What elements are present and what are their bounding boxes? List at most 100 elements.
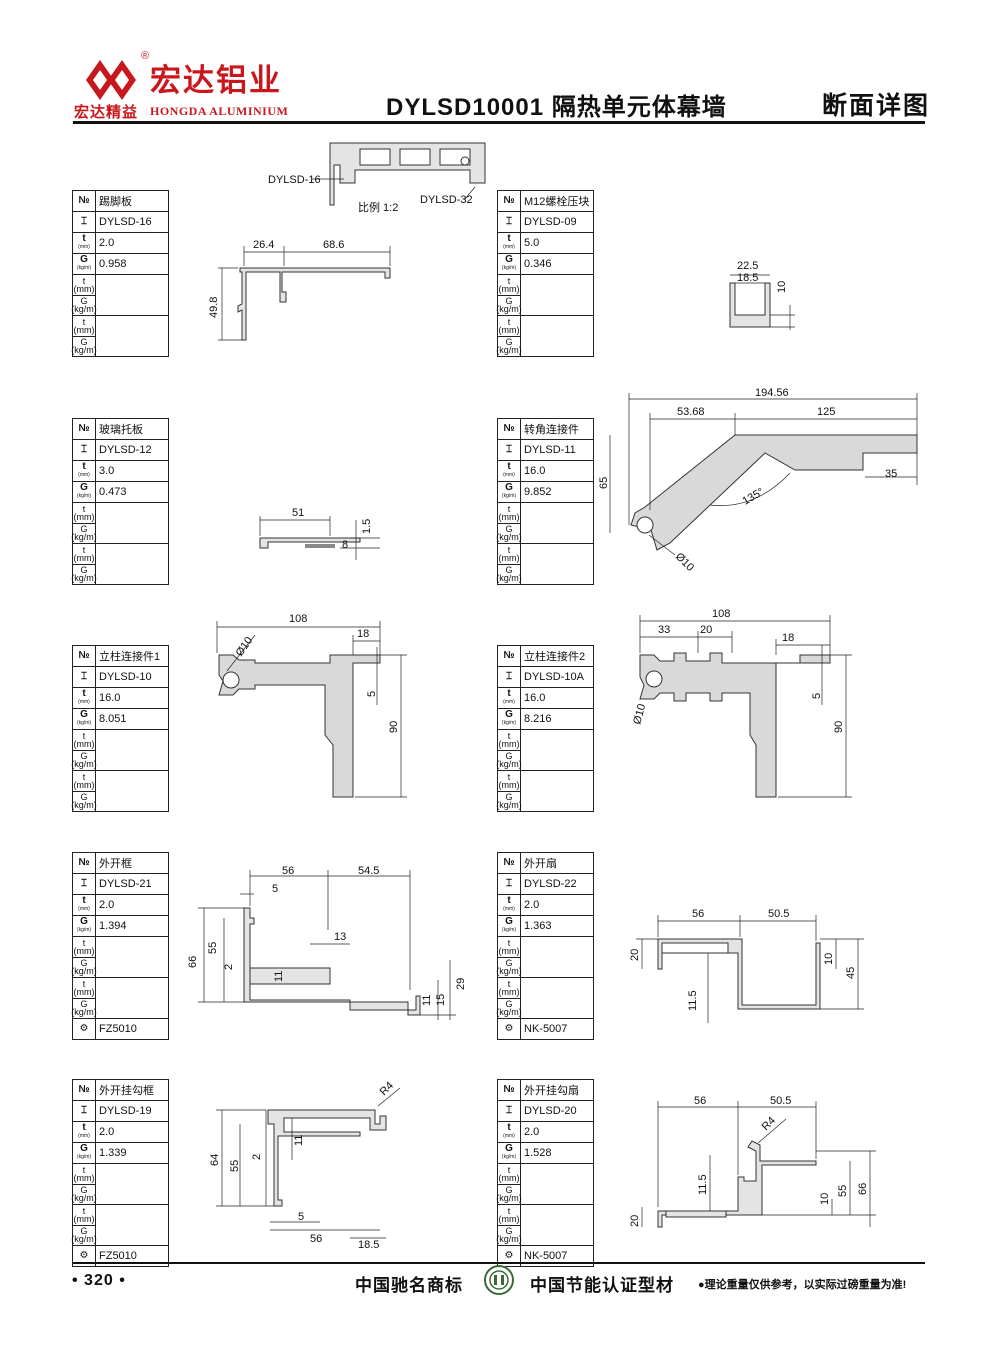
profile-code-icon: ⌶	[498, 1101, 521, 1121]
thickness-icon: t(mm)	[73, 544, 95, 563]
dim-label: 13	[334, 931, 346, 943]
accessory-icon: ⚙	[73, 1019, 96, 1039]
part-name: 外开框	[99, 858, 132, 870]
part-thickness: 2.0	[99, 237, 115, 249]
part-thickness: 16.0	[524, 465, 546, 477]
part-thickness: 16.0	[99, 692, 121, 704]
weight-icon: G(kg/m)	[73, 482, 96, 502]
profile-code-icon: ⌶	[498, 874, 521, 894]
dim-label: 11.5	[697, 1174, 709, 1195]
dim-label: 56	[282, 865, 294, 877]
profile-drawing-dylsd-12: 51 1.5 8	[259, 507, 380, 560]
footer-slogan-trademark: 中国驰名商标	[355, 1276, 463, 1295]
empty-spec-row: t(mm)G(kg/m)	[496, 275, 593, 316]
dim-label: 2	[223, 964, 235, 970]
empty-spec-row: t(mm)G(kg/m)	[496, 1205, 593, 1245]
thickness-icon: t(mm)	[498, 233, 521, 253]
dim-label: 50.5	[770, 1095, 791, 1107]
thickness-icon: t(mm)	[73, 233, 96, 253]
thickness-icon: t(mm)	[73, 688, 96, 708]
dim-label: 108	[289, 613, 307, 625]
accessory-code: NK-5007	[524, 1250, 568, 1262]
dim-label: 125	[817, 406, 835, 418]
thickness-icon: t(mm)	[73, 1205, 95, 1224]
part-name: 玻璃托板	[99, 424, 143, 436]
empty-spec-row: t(mm)G(kg/m)	[496, 503, 593, 544]
assembly-label-left: DYLSD-16	[268, 174, 321, 186]
profile-drawing-dylsd-10: 108 18 Ø10 5 90	[216, 613, 407, 798]
part-number-icon: №	[73, 646, 96, 666]
part-weight: 0.346	[524, 258, 552, 270]
weight-icon: G(kg/m)	[71, 1224, 97, 1245]
dim-label: 50.5	[768, 908, 789, 920]
part-number-icon: №	[498, 1080, 521, 1100]
thickness-icon: t(mm)	[73, 771, 95, 790]
thickness-icon: t(mm)	[498, 730, 520, 749]
part-thickness: 2.0	[99, 899, 115, 911]
accessory-icon: ⚙	[498, 1019, 521, 1039]
weight-icon: G(kg/m)	[496, 294, 522, 315]
dim-label: 56	[692, 908, 704, 920]
dim-label: 29	[455, 978, 467, 990]
thickness-icon: t(mm)	[498, 503, 520, 522]
part-thickness: 2.0	[524, 1126, 540, 1138]
thickness-icon: t(mm)	[498, 895, 521, 915]
part-code: DYLSD-16	[99, 216, 152, 228]
thickness-icon: t(mm)	[498, 1205, 520, 1224]
thickness-icon: t(mm)	[498, 978, 520, 997]
dim-label: 35	[885, 468, 897, 480]
weight-icon: G(kg/m)	[498, 916, 521, 936]
profile-drawing-dylsd-09: 22.5 18.5 10	[729, 260, 795, 330]
part-weight: 8.216	[524, 713, 552, 725]
empty-spec-row: t(mm)G(kg/m)	[71, 978, 168, 1018]
dim-label: 20	[629, 1215, 641, 1227]
dim-label: 56	[310, 1233, 322, 1245]
part-weight: 1.394	[99, 920, 127, 932]
document-title: DYLSD10001 隔热单元体幕墙	[386, 94, 727, 121]
dim-label: 5	[811, 693, 823, 699]
dim-label: 15	[435, 994, 447, 1006]
dim-label: 53.68	[677, 406, 705, 418]
weight-icon: G(kg/m)	[496, 1224, 522, 1245]
part-name: 踢脚板	[99, 196, 132, 208]
dim-label: 66	[857, 1183, 869, 1195]
dim-label: 90	[833, 721, 845, 733]
dim-label: 10	[776, 281, 788, 293]
weight-icon: G(kg/m)	[496, 956, 522, 977]
weight-icon: G(kg/m)	[71, 956, 97, 977]
part-thickness: 2.0	[524, 899, 540, 911]
part-number-icon: №	[498, 191, 521, 211]
part-name: M12螺栓压块	[524, 196, 590, 208]
dim-label: 56	[694, 1095, 706, 1107]
part-code: DYLSD-20	[524, 1105, 577, 1117]
weight-icon: G(kg/m)	[496, 335, 522, 356]
part-name: 立柱连接件1	[99, 651, 161, 663]
footer-weight-note: ●理论重量仅供参考，以实际过磅重量为准!	[698, 1279, 907, 1291]
empty-spec-row: t(mm)G(kg/m)	[71, 937, 168, 978]
empty-spec-row: t(mm)G(kg/m)	[71, 1164, 168, 1205]
part-number-icon: №	[498, 419, 521, 439]
thickness-icon: t(mm)	[498, 688, 521, 708]
part-code: DYLSD-21	[99, 878, 152, 890]
part-code: DYLSD-22	[524, 878, 577, 890]
dim-label: 90	[388, 721, 400, 733]
part-number-icon: №	[498, 646, 521, 666]
thickness-icon: t(mm)	[73, 275, 95, 294]
dim-label: 55	[229, 1160, 241, 1172]
dim-label: 26.4	[253, 239, 274, 251]
accessory-code: NK-5007	[524, 1023, 568, 1035]
header-rule	[73, 121, 925, 124]
brand-name: 宏达铝业	[150, 63, 282, 99]
part-name: 转角连接件	[524, 424, 579, 436]
dim-label: 45	[845, 967, 857, 979]
brand-logo-icon	[86, 60, 136, 100]
thickness-icon: t(mm)	[498, 461, 521, 481]
weight-icon: G(kg/m)	[71, 335, 97, 356]
profile-code-icon: ⌶	[498, 440, 521, 460]
